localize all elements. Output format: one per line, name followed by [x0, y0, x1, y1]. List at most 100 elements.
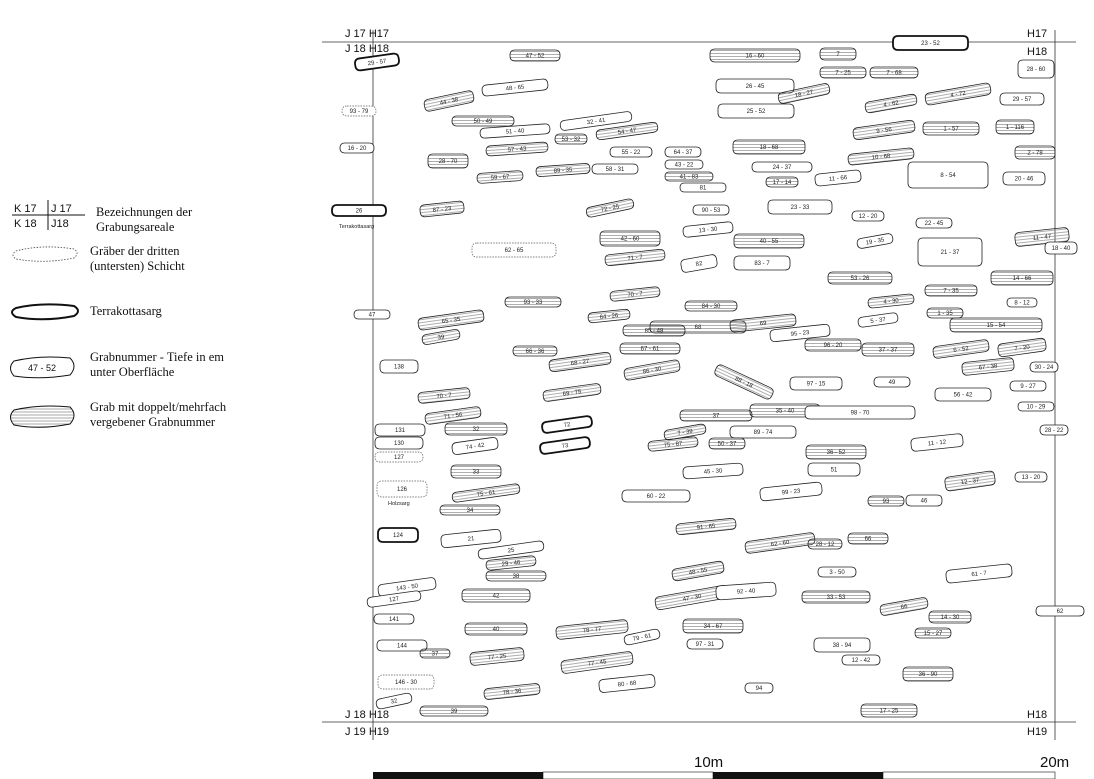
grave-outline [944, 470, 996, 492]
grave-label: 127 [394, 455, 405, 461]
grave-outline [733, 233, 805, 249]
grave-label: 10 - 68 [871, 153, 891, 161]
grave-label: 11 - 12 [928, 439, 947, 447]
grave: 42 [461, 588, 531, 603]
grave-label: 8 - 54 [940, 173, 956, 179]
grid-label-bottom-left-upper: J 18 H18 [345, 709, 389, 721]
grave: 53 - 32 [554, 133, 588, 145]
grave-label: 91 - 65 [696, 523, 716, 531]
grave: 16 - 60 [709, 48, 801, 63]
grave: 124 [377, 527, 419, 543]
grave-outline [331, 204, 387, 217]
grave: 47 [353, 309, 391, 320]
grave-label: 7 [836, 52, 840, 58]
grave: 28 - 12 [807, 538, 843, 550]
grave-label: 7 - 25 [835, 71, 851, 77]
grave-label: 61 - 7 [971, 571, 988, 579]
grave-label: 49 [889, 380, 896, 386]
grave: 58 - 31 [591, 163, 639, 175]
grave-outline [1029, 361, 1059, 373]
grave: 88 - 18 [714, 364, 774, 400]
grave-outline [928, 610, 972, 624]
grave-label: 51 - 40 [506, 128, 526, 135]
grave-label: 59 - 67 [491, 174, 511, 181]
grave-label: 5 - 37 [870, 317, 887, 325]
grave-outline [664, 146, 702, 158]
grave-outline [902, 666, 954, 682]
grave-label: 9 - 27 [1020, 384, 1036, 390]
grave-outline [684, 300, 738, 312]
grave-label: 40 - 55 [760, 239, 779, 245]
grave-outline [867, 293, 915, 309]
grave-label: 44 - 38 [439, 97, 459, 107]
grave: 38 - 94 [813, 637, 871, 653]
grave: 94 [744, 682, 774, 694]
grave-label: 93 - 79 [350, 109, 369, 115]
grave-outline [682, 221, 734, 238]
grave-label: 84 - 30 [702, 304, 721, 310]
grave: 47 - 52 [509, 49, 561, 62]
grave-label: 83 - 7 [754, 261, 770, 267]
grave: 7 - 25 [819, 66, 867, 79]
legend-terracotta-symbol [11, 303, 79, 321]
grave: 69 [729, 313, 797, 333]
grave-label: 46 [921, 499, 928, 505]
grave-label: 25 - 52 [747, 109, 766, 115]
grave-outline [379, 359, 419, 374]
grave: 29 - 46 [485, 555, 537, 571]
grave: 7 - 68 [869, 66, 919, 79]
grave-label: 23 - 33 [791, 205, 810, 211]
grave: 33 [450, 464, 502, 479]
grave-label: 13 - 30 [698, 226, 718, 234]
grave-label: 6 - 52 [953, 346, 970, 354]
grave-label: 12 - 42 [852, 658, 871, 664]
grave-label: 73 [561, 443, 569, 450]
grave-outline [915, 217, 953, 229]
grave-label: 3 - 50 [829, 570, 845, 576]
grave-outline [914, 627, 952, 639]
grave-outline [559, 111, 633, 131]
grave-outline [860, 703, 918, 718]
grave: 6 - 52 [932, 339, 990, 359]
grave-label: 28 - 70 [439, 159, 458, 165]
grave: 14 - 66 [990, 270, 1054, 286]
grave: 13 - 20 [1014, 471, 1048, 483]
grave-outline [847, 147, 915, 166]
grave: 28 - 70 [427, 153, 469, 169]
grave-outline [807, 462, 861, 477]
grave-outline [554, 133, 588, 145]
grave: 15 - 27 [914, 627, 952, 639]
grave-outline [461, 588, 531, 603]
grave: 70 - 7 [417, 387, 471, 404]
grave-label: 37 [432, 652, 439, 658]
grave-outline [751, 161, 813, 173]
grave-label: 77 - 25 [487, 653, 507, 661]
grave-label: 37 - 37 [879, 348, 898, 354]
grave: 42 - 60 [599, 230, 661, 247]
grave-outline [851, 210, 885, 222]
grave-label: 16 - 60 [746, 54, 765, 60]
grave-outline [504, 296, 562, 308]
grave-label: 141 [389, 617, 400, 623]
grave-outline [807, 538, 843, 550]
grave-label: 19 - 35 [865, 237, 885, 246]
grave: 9 - 27 [1009, 380, 1047, 392]
grave-outline [1014, 145, 1056, 160]
grave: 78 - 77 [555, 619, 629, 640]
grave-label: 22 - 45 [925, 221, 944, 227]
grave-outline [789, 376, 843, 391]
grave-outline [375, 692, 413, 710]
grave-outline [1009, 380, 1047, 392]
grave-outline [990, 270, 1054, 286]
grave: 54 - 47 [595, 121, 659, 141]
grave: 93 - 33 [504, 296, 562, 308]
grave-outline [424, 406, 482, 425]
grave-outline [924, 82, 992, 106]
legend-grid-k18: K 18 [14, 218, 37, 230]
grave: 7 [819, 47, 857, 61]
grave-outline [419, 200, 465, 218]
grave: 50 - 37 [708, 437, 746, 450]
grave-outline [417, 387, 471, 404]
